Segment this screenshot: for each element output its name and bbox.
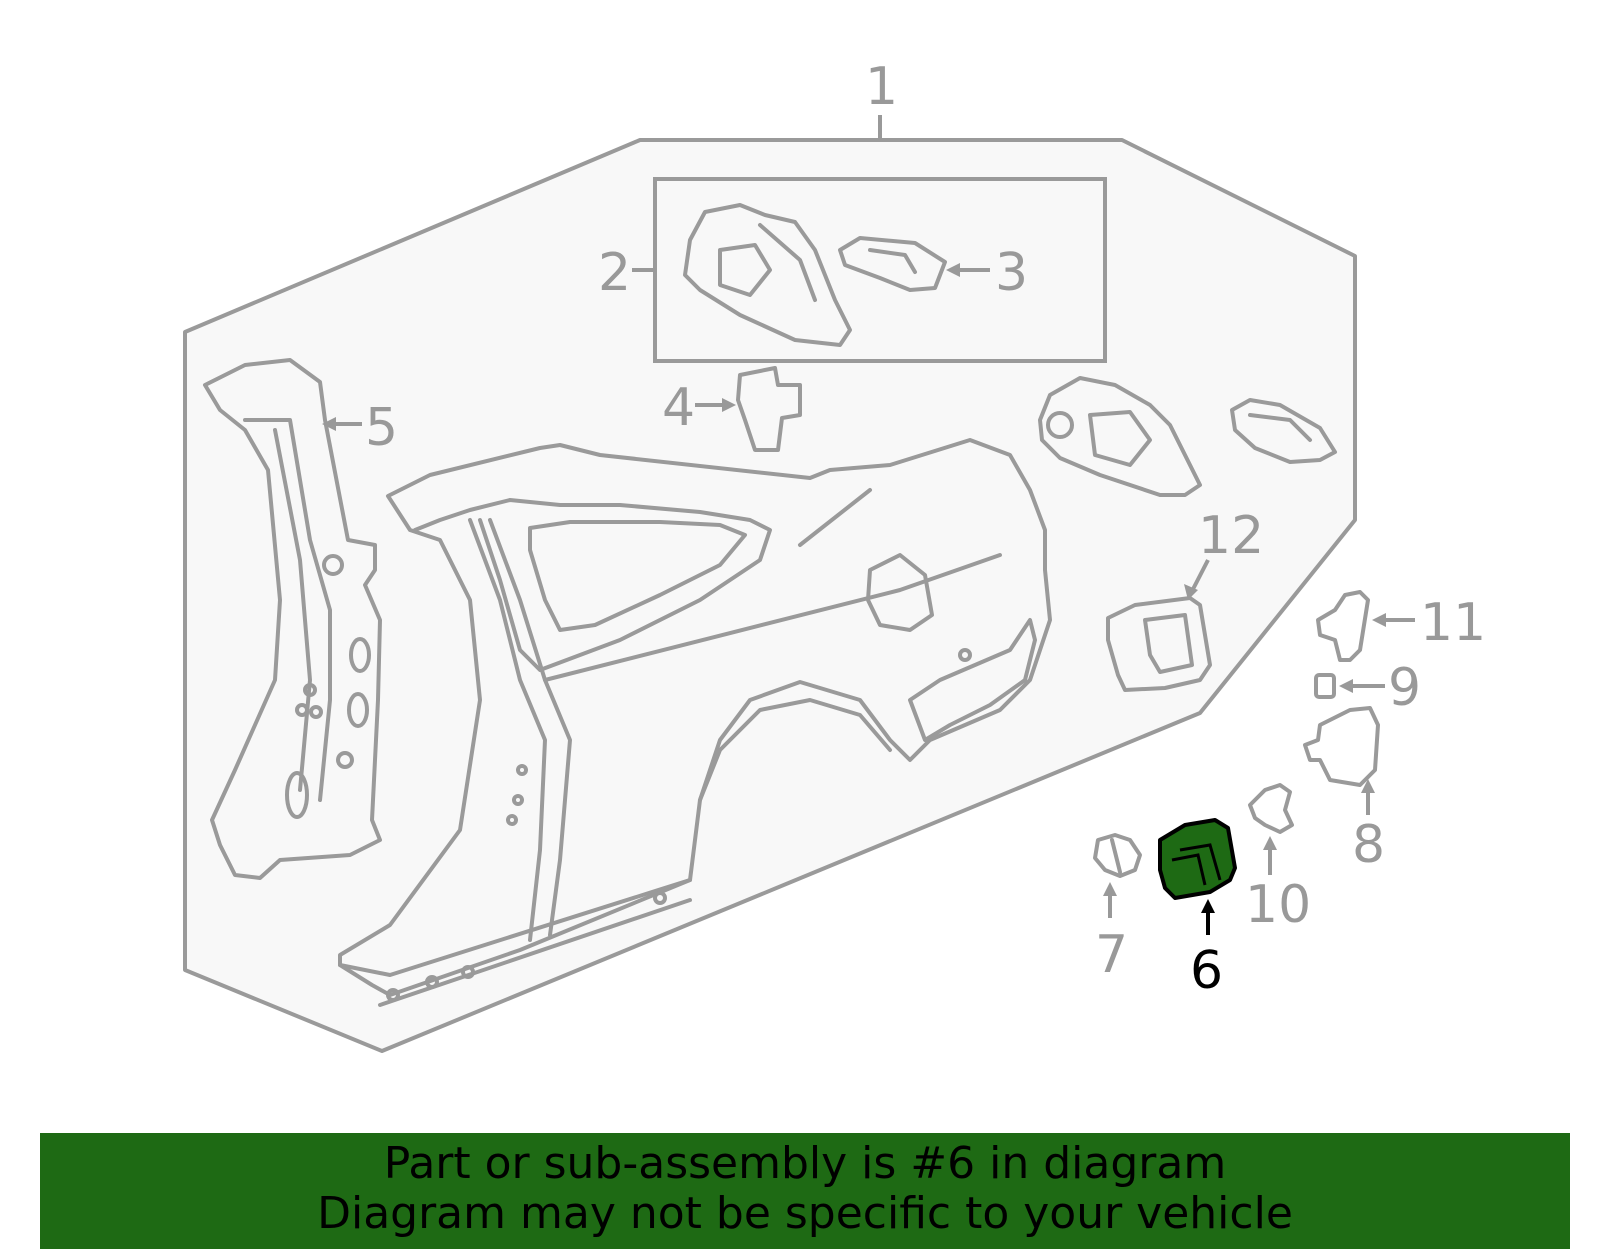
- side-bracket[interactable]: [1230, 398, 1337, 464]
- part-2-wheelhouse-panel[interactable]: [683, 203, 852, 347]
- part-12-fuel-housing[interactable]: [1106, 596, 1212, 692]
- arrow-4: [722, 398, 736, 412]
- callout-7: 7: [1095, 925, 1128, 985]
- arrow-3: [946, 263, 960, 277]
- arrow-6: [1201, 899, 1215, 913]
- arrow-11: [1372, 613, 1386, 627]
- banner-line-2: Diagram may not be specific to your vehi…: [317, 1188, 1293, 1239]
- info-banner: Part or sub-assembly is #6 in diagram Di…: [40, 1133, 1570, 1249]
- part-3-bracket[interactable]: [838, 236, 947, 292]
- callout-4: 4: [662, 378, 695, 438]
- part-5-pillar[interactable]: [203, 358, 382, 880]
- callout-10: 10: [1245, 875, 1311, 935]
- part-11-hinge[interactable]: [1316, 590, 1370, 662]
- callout-5: 5: [365, 398, 398, 458]
- part-10-latch[interactable]: [1248, 783, 1294, 834]
- callout-11: 11: [1420, 593, 1486, 653]
- callout-9: 9: [1388, 658, 1421, 718]
- callout-2: 2: [598, 243, 631, 303]
- arrow-8: [1361, 779, 1375, 793]
- part-6-fuel-base-highlighted[interactable]: [1158, 818, 1237, 900]
- quarter-panel[interactable]: [338, 438, 1052, 1007]
- callout-12: 12: [1198, 506, 1264, 566]
- callout-1: 1: [865, 57, 898, 117]
- assembly-outline: [183, 138, 1357, 1053]
- arrow-9: [1339, 679, 1353, 693]
- arrow-7: [1103, 882, 1117, 896]
- arrow-10: [1263, 836, 1277, 850]
- callout-8: 8: [1352, 815, 1385, 875]
- callout-6: 6: [1190, 941, 1223, 1001]
- arrow-5: [322, 417, 336, 431]
- wheelhouse-assembly[interactable]: [1038, 376, 1202, 497]
- callout-3: 3: [995, 243, 1028, 303]
- part-4-bracket[interactable]: [736, 366, 802, 452]
- arrow-12: [1184, 584, 1198, 600]
- banner-line-1: Part or sub-assembly is #6 in diagram: [383, 1138, 1227, 1189]
- part-8-fuel-lid[interactable]: [1303, 706, 1380, 787]
- part-9-clip[interactable]: [1314, 673, 1336, 699]
- part-7-grommet[interactable]: [1093, 833, 1142, 878]
